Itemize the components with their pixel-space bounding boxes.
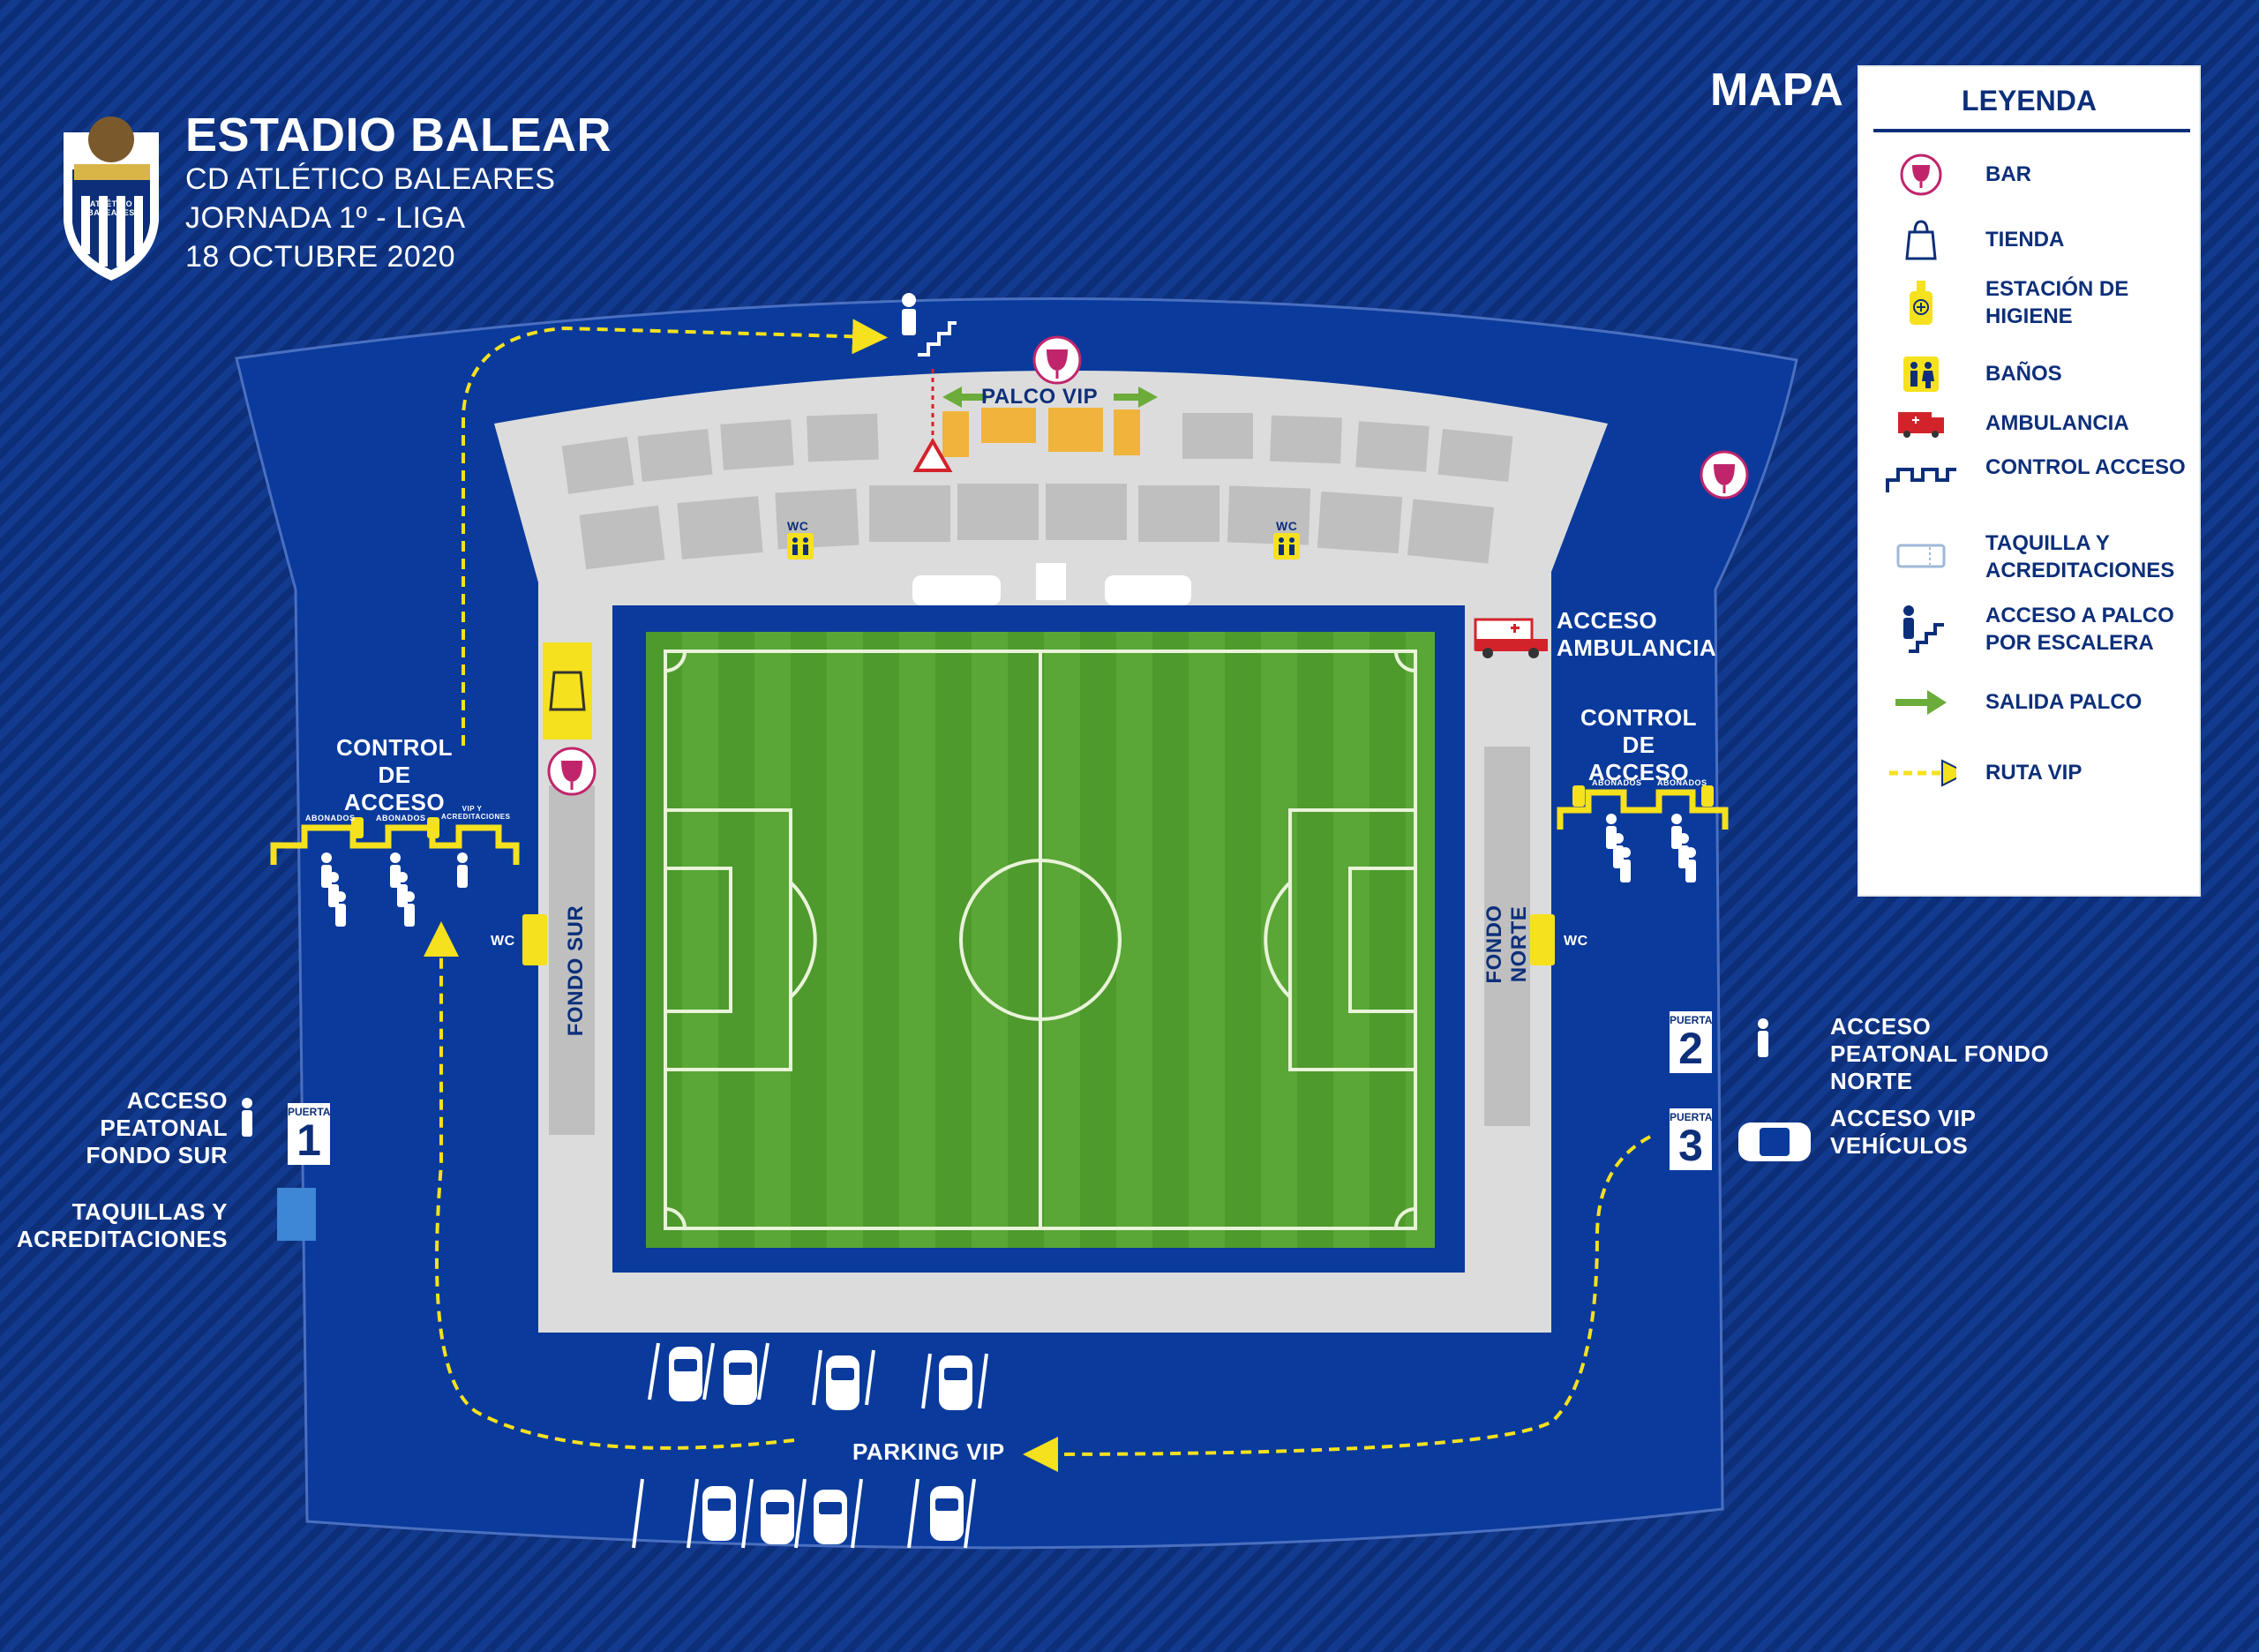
legend-label: TAQUILLA Y ACREDITACIONES	[1985, 531, 2175, 582]
gate-number: 1	[296, 1115, 321, 1165]
control-acceso-left-label: CONTROL DE ACCESO	[335, 734, 454, 815]
warning-triangle	[912, 437, 953, 472]
club-crest	[64, 116, 159, 281]
crest-text: ATLÉTICO BALEARES	[87, 199, 135, 217]
vip-route-bottom-left	[424, 921, 795, 1450]
abonados-label: ABONADOS	[305, 814, 356, 822]
shop-block	[543, 642, 592, 740]
shopping-bag-icon	[1886, 214, 1956, 267]
legend-label: BAR	[1985, 162, 2031, 186]
map-label: MAPA	[1710, 64, 1844, 116]
legend-label: CONTROL ACCESO	[1985, 455, 2186, 479]
access-control-left	[270, 824, 520, 865]
gate-label: PUERTA	[1670, 1014, 1713, 1026]
acceso-vip-vehiculos-label: ACCESO VIP VEHÍCULOS	[1830, 1105, 1976, 1159]
match-date: 18 OCTUBRE 2020	[185, 240, 456, 274]
bench-right	[1105, 575, 1191, 605]
legend-label: RUTA VIP	[1985, 761, 2083, 785]
abonados-label: ABONADOS	[1592, 778, 1642, 787]
parking-lines	[632, 1342, 988, 1549]
gate-3: PUERTA 3	[1670, 1108, 1712, 1170]
stairs-icon	[1886, 602, 1956, 655]
green-arrow-icon	[1886, 676, 1956, 729]
restroom-icon	[1886, 348, 1956, 401]
dashed-arrow-icon	[1886, 747, 1956, 800]
gate-2: PUERTA 2	[1670, 1011, 1712, 1073]
shopping-bag-icon	[549, 671, 586, 711]
vip-route-bottom-right	[1023, 1135, 1651, 1472]
gate-label: PUERTA	[1670, 1111, 1713, 1123]
palco-vip-label: PALCO VIP	[981, 385, 1099, 409]
stairs-icon	[902, 293, 957, 357]
tunnel	[1036, 563, 1066, 600]
pitch-lines	[664, 650, 1417, 1230]
palco-vip-boxes	[942, 408, 1140, 457]
car-gate3	[1738, 1123, 1811, 1161]
ticket-icon	[1886, 529, 1956, 582]
parking-vip-label: PARKING VIP	[852, 1438, 1005, 1465]
fondo-sur-label: FONDO SUR	[564, 905, 588, 1037]
fondo-sur-stand	[549, 785, 595, 1135]
legend-label: BAÑOS	[1985, 362, 2062, 386]
sanitizer-icons	[351, 785, 1714, 838]
acceso-peatonal-norte-label: ACCESO PEATONAL FONDO NORTE	[1830, 1013, 2050, 1094]
ambulance-icon	[1474, 618, 1548, 658]
seating-blocks	[561, 413, 1513, 570]
gate-number: 2	[1678, 1024, 1703, 1073]
legend-label: SALIDA PALCO	[1985, 690, 2143, 714]
bar-icons	[547, 335, 1749, 796]
matchday: JORNADA 1º - LIGA	[185, 201, 466, 235]
legend-panel: LEYENDA BAR TIENDA ESTACIÓN DE HIGIENE B…	[1859, 67, 2199, 895]
palco-exit-arrows	[942, 387, 1158, 408]
wc-figures	[792, 537, 1295, 555]
gate-1: PUERTA 1	[288, 1103, 330, 1165]
acceso-peatonal-sur-label: ACCESO PEATONAL FONDO SUR	[86, 1087, 228, 1168]
fondo-norte-stand	[1484, 747, 1530, 1126]
access-control-right	[1557, 789, 1729, 830]
vip-route-top	[462, 319, 888, 746]
legend-label: TIENDA	[1985, 228, 2065, 252]
wc-label: WC	[1276, 519, 1298, 533]
abonados-label: ABONADOS	[376, 814, 426, 822]
abonados-label: ABONADOS	[1657, 778, 1707, 787]
legend-label: ACCESO A PALCO POR ESCALERA	[1985, 604, 2174, 655]
wc-label: WC	[787, 519, 809, 533]
legend-label: AMBULANCIA	[1985, 411, 2129, 435]
hand-sanitizer-icon	[1886, 275, 1956, 328]
taquillas-label: TAQUILLAS Y ACREDITACIONES	[16, 1198, 228, 1252]
wc-label: WC	[1564, 934, 1588, 949]
legend-title: LEYENDA	[1962, 85, 2097, 116]
vip-acreditaciones-label: VIP Y ACREDITACIONES	[441, 805, 511, 821]
ambulance-icon	[1886, 397, 1956, 450]
bar-icon	[1886, 148, 1956, 201]
acceso-ambulancia-label: ACCESO AMBULANCIA	[1557, 607, 1717, 661]
access-control-icon	[1886, 454, 1956, 507]
ticket-booth	[277, 1188, 316, 1241]
gate-number: 3	[1678, 1121, 1703, 1170]
gate-label: PUERTA	[288, 1106, 331, 1118]
legend-label: ESTACIÓN DE HIGIENE	[1985, 277, 2129, 328]
fondo-norte-label: FONDO NORTE	[1482, 905, 1531, 984]
control-acceso-right-label: CONTROL DE ACCESO	[1580, 704, 1698, 785]
club-name: CD ATLÉTICO BALEARES	[185, 162, 556, 196]
queue-people	[242, 814, 1768, 1137]
legend-divider	[1873, 129, 2190, 132]
parked-car-windows	[674, 1359, 967, 1514]
wc-label: WC	[491, 934, 515, 949]
stadium-title: ESTADIO BALEAR	[185, 109, 612, 161]
bench-left	[912, 575, 1001, 605]
